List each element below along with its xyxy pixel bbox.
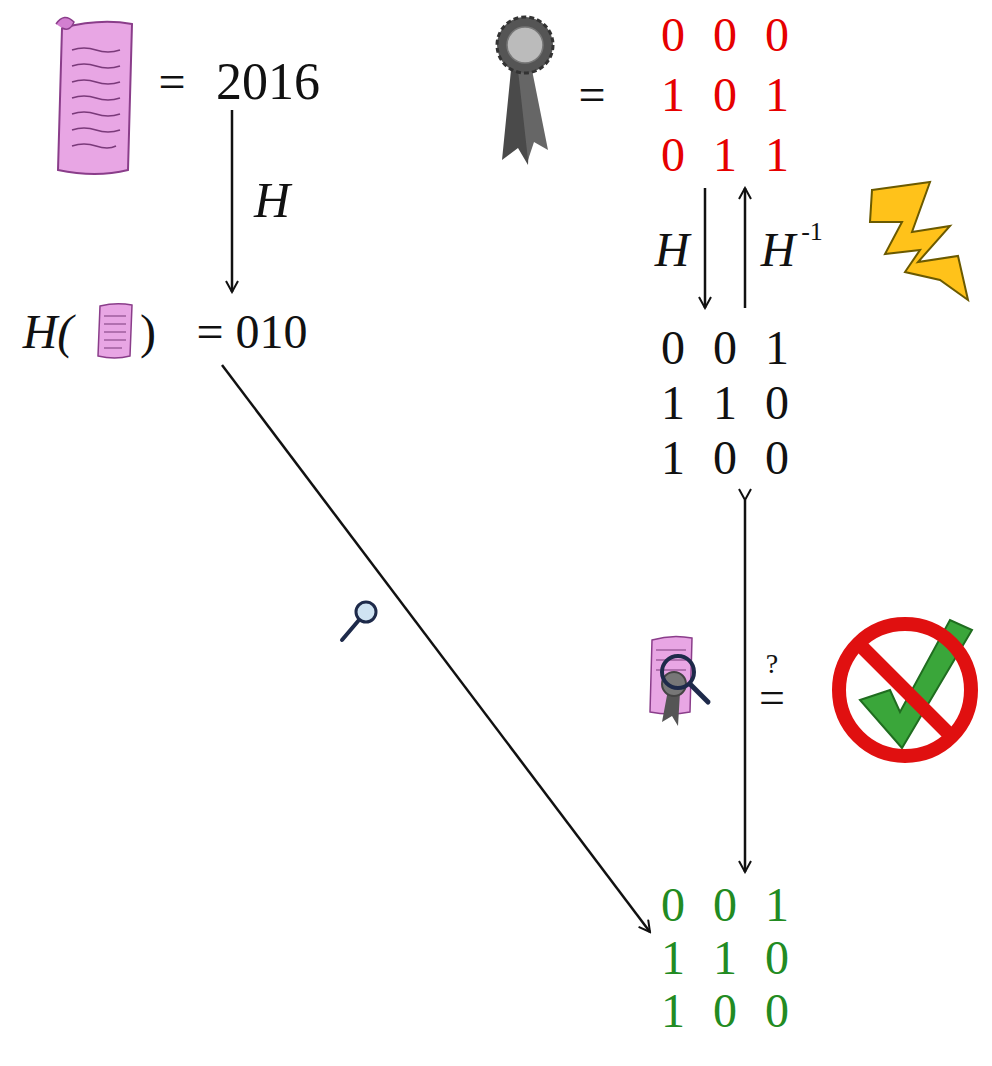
- signature-row: 0 1 1: [661, 131, 789, 179]
- document-icon: [56, 17, 132, 174]
- document-value: 2016: [216, 56, 320, 108]
- hash-arrow: [704, 188, 707, 308]
- function-name: H: [761, 226, 796, 274]
- hash-row: 1 0 0: [661, 987, 789, 1035]
- question-mark: ?: [766, 650, 778, 678]
- compare-arrow: [744, 500, 747, 872]
- document-icon-small: [98, 304, 132, 358]
- hash-row: 1 1 0: [661, 934, 789, 982]
- magnifier-icon: [342, 602, 376, 640]
- seal-icon: [497, 17, 553, 165]
- hash-arrow: [231, 110, 234, 292]
- signature-row: 1 0 1: [661, 71, 789, 119]
- signature-row: 0 0 0: [661, 11, 789, 59]
- function-call: ): [140, 308, 156, 356]
- decrypted-row: 1 1 0: [661, 379, 789, 427]
- verify-icon: [650, 636, 708, 726]
- function-call: H(: [23, 308, 74, 356]
- equals-sign: =: [759, 675, 785, 721]
- hash-compare-arrow: [222, 365, 650, 932]
- inverse-arrow: [744, 188, 747, 308]
- inverse-exponent: -1: [801, 219, 823, 245]
- lightning-icon: [870, 182, 968, 300]
- hash-row: 0 0 1: [661, 881, 789, 929]
- equals-sign: =: [578, 71, 605, 119]
- rejected-icon: [839, 620, 972, 756]
- decrypted-row: 0 0 1: [661, 324, 789, 372]
- function-name: H: [254, 175, 290, 225]
- equals-sign: =: [158, 58, 185, 106]
- function-name: H: [655, 226, 690, 274]
- hash-value: = 010: [196, 308, 307, 356]
- decrypted-row: 1 0 0: [661, 434, 789, 482]
